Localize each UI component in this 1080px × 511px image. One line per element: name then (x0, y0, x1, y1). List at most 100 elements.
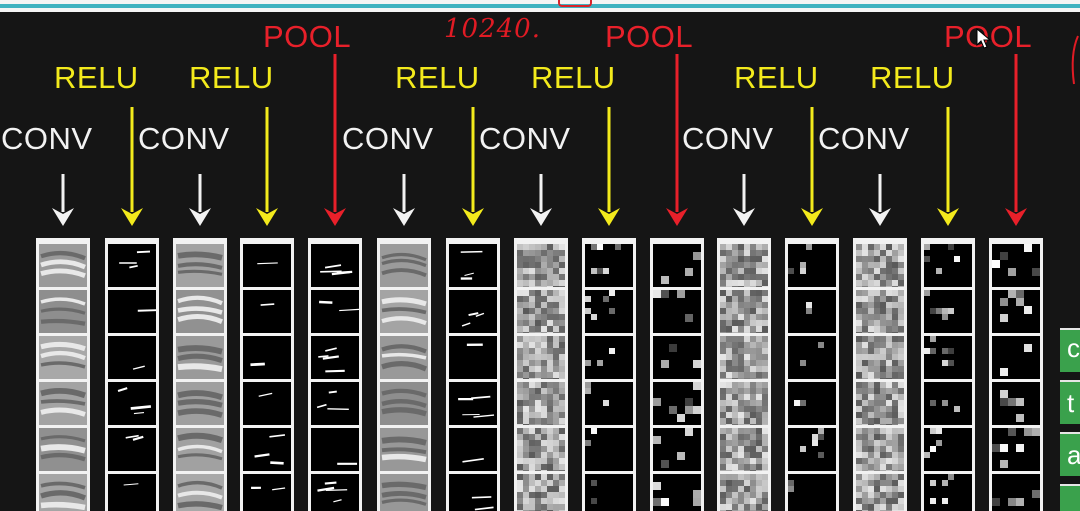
conv-arrow-icon (393, 174, 415, 226)
activation-map (720, 244, 768, 287)
activation-map (924, 244, 972, 287)
activation-map (311, 290, 359, 333)
relu-arrow-icon (121, 107, 143, 226)
activation-map (380, 244, 428, 287)
conv-label: CONV (1, 121, 93, 156)
pool-label: POOL (263, 19, 352, 54)
activation-map (108, 244, 156, 287)
activation-map (176, 290, 224, 333)
activation-map (856, 336, 904, 379)
activation-map (924, 290, 972, 333)
conv-activation-column (514, 238, 568, 511)
activation-map (517, 428, 565, 471)
activation-map (924, 474, 972, 511)
relu-label: RELU (189, 60, 274, 95)
side-tab-letter: a (1067, 440, 1080, 470)
activation-map (788, 382, 836, 425)
relu-activation-column (240, 238, 294, 511)
activation-map (380, 382, 428, 425)
activation-map (449, 244, 497, 287)
relu-arrow-icon (937, 107, 959, 226)
relu-label: RELU (395, 60, 480, 95)
relu-activation-column (446, 238, 500, 511)
conv-arrow-icon (52, 174, 74, 226)
activation-map (108, 336, 156, 379)
conv-label: CONV (479, 121, 571, 156)
side-tab[interactable] (1060, 328, 1080, 372)
side-tab[interactable] (1060, 380, 1080, 424)
activation-map (720, 428, 768, 471)
conv-activation-column (36, 238, 90, 511)
activation-map (788, 428, 836, 471)
activation-map (243, 336, 291, 379)
conv-arrow-icon (189, 174, 211, 226)
activation-map (720, 474, 768, 511)
activation-map (856, 290, 904, 333)
activation-map (992, 244, 1040, 287)
activation-map (176, 474, 224, 511)
activation-map (856, 244, 904, 287)
side-tab[interactable] (1060, 432, 1080, 476)
pool-activation-column (989, 238, 1043, 511)
activation-map (653, 382, 701, 425)
activation-map (788, 244, 836, 287)
activation-map (108, 382, 156, 425)
relu-arrow-icon (462, 107, 484, 226)
relu-label: RELU (734, 60, 819, 95)
activation-map (585, 336, 633, 379)
activation-map (856, 382, 904, 425)
activation-map (517, 474, 565, 511)
pool-label: POOL (605, 19, 694, 54)
activation-map (39, 382, 87, 425)
activation-map (517, 382, 565, 425)
pool-activation-column (308, 238, 362, 511)
side-tab-letter: t (1067, 388, 1075, 418)
activation-map (243, 428, 291, 471)
activation-map (653, 428, 701, 471)
activation-map (653, 336, 701, 379)
conv-label: CONV (138, 121, 230, 156)
activation-map (585, 428, 633, 471)
activation-map (380, 290, 428, 333)
relu-label: RELU (531, 60, 616, 95)
side-tab[interactable] (1060, 484, 1080, 511)
annotation-stroke (1071, 35, 1079, 85)
activation-map (176, 336, 224, 379)
activation-map (449, 382, 497, 425)
activation-map (380, 336, 428, 379)
activation-map (585, 382, 633, 425)
activation-map (653, 290, 701, 333)
activation-map (176, 382, 224, 425)
activation-map (720, 290, 768, 333)
relu-activation-column (921, 238, 975, 511)
activation-map (924, 382, 972, 425)
activation-map (992, 290, 1040, 333)
conv-label: CONV (682, 121, 774, 156)
conv-label: CONV (818, 121, 910, 156)
conv-arrow-icon (733, 174, 755, 226)
activation-map (39, 428, 87, 471)
mouse-cursor-icon (976, 28, 992, 49)
activation-map (243, 474, 291, 511)
activation-map (720, 336, 768, 379)
pool-arrow-icon (1005, 54, 1027, 226)
activation-map (176, 244, 224, 287)
activation-map (449, 428, 497, 471)
relu-arrow-icon (256, 107, 278, 226)
activation-map (108, 474, 156, 511)
activation-map (39, 336, 87, 379)
activation-map (243, 290, 291, 333)
activation-map (856, 428, 904, 471)
relu-arrow-icon (598, 107, 620, 226)
relu-label: RELU (870, 60, 955, 95)
activation-map (585, 290, 633, 333)
activation-map (517, 336, 565, 379)
pool-arrow-icon (324, 54, 346, 226)
activation-map (585, 474, 633, 511)
activation-map (653, 244, 701, 287)
conv-label: CONV (342, 121, 434, 156)
activation-map (788, 290, 836, 333)
conv-activation-column (717, 238, 771, 511)
activation-map (992, 474, 1040, 511)
